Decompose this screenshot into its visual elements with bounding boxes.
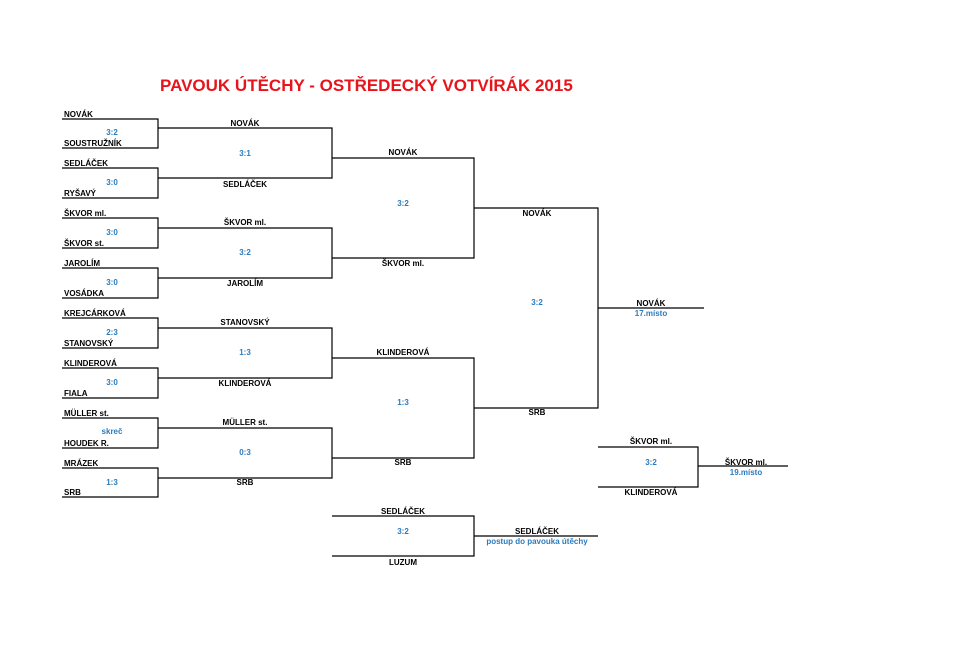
r2-m3-bottom: KLINDEROVÁ xyxy=(218,379,272,388)
r1-match-2-connector xyxy=(62,167,159,199)
r1-m8-top: MRÁZEK xyxy=(64,459,99,468)
third-place-place: 19.místo xyxy=(729,468,763,477)
r1-m5-top: KREJCÁRKOVÁ xyxy=(64,309,126,318)
r1-match-1-connector xyxy=(62,118,159,149)
r3-m1-top: NOVÁK xyxy=(388,148,418,157)
r1-m3-bottom: ŠKVOR st. xyxy=(64,239,105,248)
r2-m1-top: NOVÁK xyxy=(230,119,260,128)
final-connector xyxy=(474,207,599,409)
r2-m3-score: 1:3 xyxy=(239,348,251,357)
r3-m2-top: KLINDEROVÁ xyxy=(376,348,430,357)
r3-match-2-connector xyxy=(332,357,475,459)
r1-m8-score: 1:3 xyxy=(106,478,118,487)
r2-match-3-connector xyxy=(158,327,333,379)
r1-m1-score: 3:2 xyxy=(106,128,118,137)
final-place: 17.místo xyxy=(634,309,668,318)
extra-winner: SEDLÁČEK xyxy=(514,527,560,536)
r1-m6-top: KLINDEROVÁ xyxy=(64,359,117,368)
final-bottom: SRB xyxy=(528,408,546,417)
extra-top: SEDLÁČEK xyxy=(380,507,426,516)
r1-m1-top: NOVÁK xyxy=(64,110,93,119)
r2-m2-score: 3:2 xyxy=(239,248,251,257)
r2-m1-bottom: SEDLÁČEK xyxy=(222,180,268,189)
r2-m4-score: 0:3 xyxy=(239,448,251,457)
r3-m1-score: 3:2 xyxy=(397,199,409,208)
r1-m4-score: 3:0 xyxy=(106,278,118,287)
r1-match-4-connector xyxy=(62,267,159,299)
r1-m2-top: SEDLÁČEK xyxy=(64,159,109,168)
r1-m7-bottom: HOUDEK R. xyxy=(64,439,109,448)
r1-match-8-connector xyxy=(62,467,159,498)
extra-bottom: LUZUM xyxy=(389,558,417,567)
r3-m2-bottom: SRB xyxy=(394,458,412,467)
r1-m3-score: 3:0 xyxy=(106,228,118,237)
r1-m2-score: 3:0 xyxy=(106,178,118,187)
r1-match-5-connector xyxy=(62,317,159,349)
r1-m4-top: JAROLÍM xyxy=(64,259,100,268)
r2-match-4-connector xyxy=(158,427,333,479)
r2-m3-top: STANOVSKÝ xyxy=(220,318,270,327)
r1-m4-bottom: VOSÁDKA xyxy=(64,289,105,298)
extra-note: postup do pavouka útěchy xyxy=(486,537,588,546)
r2-m2-bottom: JAROLÍM xyxy=(227,279,263,288)
third-place-score: 3:2 xyxy=(645,458,657,467)
third-place-connector xyxy=(598,446,699,488)
r1-match-7-connector xyxy=(62,417,159,449)
r2-m2-top: ŠKVOR ml. xyxy=(223,218,267,227)
r1-match-3-connector xyxy=(62,217,159,249)
r1-match-6-connector xyxy=(62,367,159,399)
r1-m6-bottom: FIALA xyxy=(64,389,88,398)
r1-m1-bottom: SOUSTRUŽNÍK xyxy=(64,139,122,148)
r2-match-1-connector xyxy=(158,127,333,179)
r1-m5-bottom: STANOVSKÝ xyxy=(64,339,114,348)
extra-score: 3:2 xyxy=(397,527,409,536)
r1-m6-score: 3:0 xyxy=(106,378,118,387)
r2-match-2-connector xyxy=(158,227,333,279)
third-place-bottom: KLINDEROVÁ xyxy=(624,488,678,497)
bracket-title: PAVOUK ÚTĚCHY - OSTŘEDECKÝ VOTVÍRÁK 2015 xyxy=(160,76,573,95)
r3-match-1-connector xyxy=(332,157,475,259)
final-winner: NOVÁK xyxy=(636,299,666,308)
r1-m8-bottom: SRB xyxy=(64,488,81,497)
third-place-top: ŠKVOR ml. xyxy=(629,437,673,446)
extra-match-connector xyxy=(332,515,475,557)
r1-m7-top: MÜLLER st. xyxy=(64,409,109,418)
r3-m1-bottom: ŠKVOR ml. xyxy=(381,259,425,268)
r1-m7-score: skreč xyxy=(101,427,123,436)
third-place-winner: ŠKVOR ml. xyxy=(724,458,768,467)
r1-m5-score: 2:3 xyxy=(106,328,118,337)
r1-m2-bottom: RYŠAVÝ xyxy=(64,189,97,198)
r2-m4-bottom: SRB xyxy=(236,478,254,487)
final-score: 3:2 xyxy=(531,298,543,307)
r2-m4-top: MÜLLER st. xyxy=(222,418,268,427)
r1-m3-top: ŠKVOR ml. xyxy=(64,209,107,218)
r3-m2-score: 1:3 xyxy=(397,398,409,407)
final-top: NOVÁK xyxy=(522,209,552,218)
r2-m1-score: 3:1 xyxy=(239,149,251,158)
